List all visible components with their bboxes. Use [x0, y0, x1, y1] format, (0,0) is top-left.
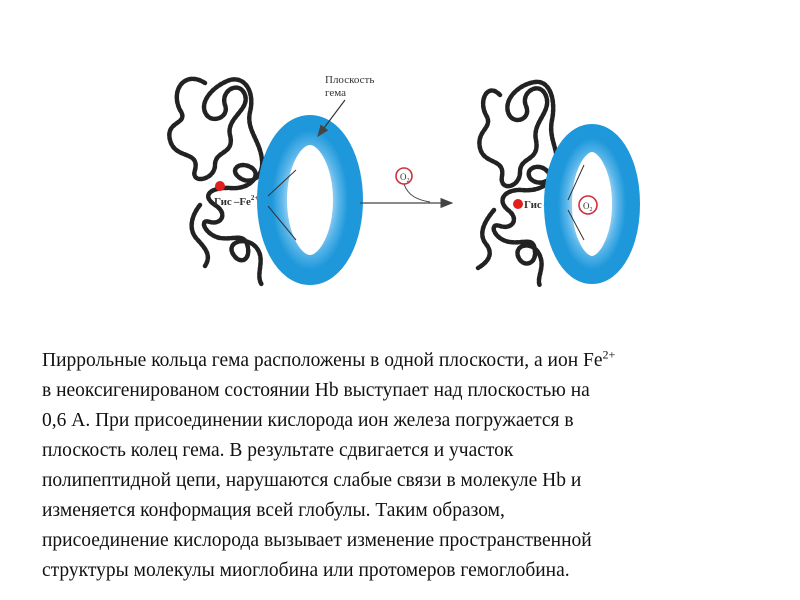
- right-bond-upper: [567, 164, 585, 201]
- caption-line-4: плоскость колец гема. В результате сдвиг…: [42, 440, 514, 461]
- o2-reactant-icon: [395, 167, 413, 185]
- left-his-label: Гис–Fe2+: [214, 194, 258, 208]
- bound-o2-icon: [578, 195, 598, 215]
- left-bond-upper: [267, 169, 297, 197]
- right-bond-lower: [567, 209, 585, 241]
- left-panel-deoxy: Гис–Fe2+: [167, 76, 363, 288]
- oxygenation-diagram: Гис–Fe2+ Плоскость гема O2 Гис–Fe2 O2: [167, 74, 640, 289]
- left-chain-tail: [189, 202, 211, 269]
- left-polypeptide-chain: [167, 76, 265, 288]
- fe-charge-superscript: 2+: [602, 347, 616, 362]
- caption-line-1: Пиррольные кольца гема расположены в одн…: [42, 347, 616, 372]
- heme-plane-label: Плоскость гема: [325, 74, 377, 99]
- caption-line-8: структуры молекулы миоглобина или протом…: [42, 560, 570, 581]
- left-heme-ring: [257, 115, 363, 285]
- right-heme-ring: [544, 124, 640, 284]
- heme-plane-pointer: [317, 99, 346, 137]
- left-histidine-dot: [215, 181, 225, 191]
- left-bond-lower: [267, 205, 297, 241]
- svg-text:O2: O2: [400, 172, 410, 184]
- right-histidine-dot: [513, 199, 523, 209]
- caption-line-7: присоединение кислорода вызывает изменен…: [42, 530, 592, 551]
- reaction-arrow: O2: [360, 167, 454, 209]
- caption-line-3: 0,6 А. При присоединении кислорода ион ж…: [42, 410, 574, 431]
- caption-line-5: полипептидной цепи, нарушаются слабые св…: [42, 470, 582, 491]
- caption-paragraph: Пиррольные кольца гема расположены в одн…: [42, 346, 772, 586]
- caption-line-2: в неоксигенированом состоянии Hb выступа…: [42, 380, 590, 401]
- right-polypeptide-chain: [477, 79, 560, 289]
- right-chain-tail: [475, 207, 497, 271]
- svg-text:O2: O2: [583, 201, 593, 213]
- caption-line-6: изменяется конформация всей глобулы. Так…: [42, 500, 505, 521]
- right-panel-oxy: Гис–Fe2 O2: [475, 79, 640, 289]
